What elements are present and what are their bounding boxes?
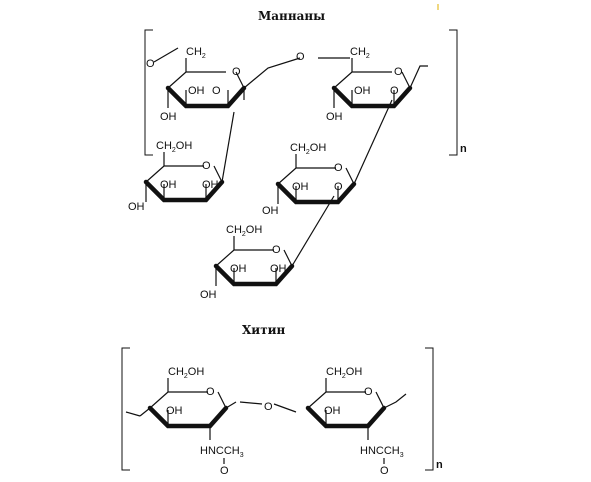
svg-text:O: O [220,465,229,477]
svg-text:OH: OH [354,85,371,97]
chitin-ring-2: O CH2OH OH HNCCH3 O [308,366,407,477]
mannan-ring-2: O CH2 OH O OH [326,46,428,123]
mannan-ring-1: O CH2 OH O OH [153,46,244,123]
link-1-2 [243,57,301,89]
svg-text:CH2OH: CH2OH [168,366,204,380]
svg-text:CH2OH: CH2OH [156,140,192,154]
chitin-ring-1: O CH2OH OH HNCCH3 O [139,366,244,477]
mannan-repeat-n: n [460,143,467,155]
svg-text:O: O [212,85,221,97]
chitin-left-bracket [121,347,130,471]
link-1-2-o: O [296,51,305,63]
chitin-right-bracket [425,347,434,471]
mannan-left-bracket [144,29,153,156]
link-4-2 [353,99,393,185]
svg-text:OH: OH [200,289,217,301]
chitin-repeat-n: n [436,459,443,471]
svg-text:O: O [380,465,389,477]
mannan-ring-1-left-o: O [146,58,155,70]
svg-text:CH2: CH2 [350,46,370,60]
svg-text:CH2: CH2 [186,46,206,60]
svg-text:OH: OH [270,263,287,275]
title-chitin: Хитин [242,323,286,337]
svg-text:O: O [334,181,343,193]
svg-text:OH: OH [166,405,183,417]
svg-text:O: O [394,66,403,78]
svg-text:OH: OH [160,179,177,191]
title-mannans: Маннаны [258,9,325,23]
svg-text:CH2OH: CH2OH [226,224,262,238]
svg-text:O: O [232,66,241,78]
svg-text:O: O [364,386,373,398]
svg-text:OH: OH [324,405,341,417]
svg-text:CH2OH: CH2OH [326,366,362,380]
svg-text:O: O [334,162,343,174]
svg-text:OH: OH [326,111,343,123]
svg-text:O: O [272,244,281,256]
svg-text:O: O [202,160,211,172]
mannan-ring-4: O CH2OH OH O OH [262,142,354,217]
svg-text:OH: OH [292,181,309,193]
svg-text:OH: OH [230,263,247,275]
svg-text:OH: OH [188,85,205,97]
svg-text:OH: OH [160,111,177,123]
svg-text:OH: OH [202,179,219,191]
svg-text:CH2OH: CH2OH [290,142,326,156]
chitin-link-o: O [264,401,273,413]
mannan-ring-3: O CH2OH OH OH OH [128,140,222,213]
link-3-1 [221,111,235,183]
chitin-link-bonds [239,401,297,413]
svg-text:HNCCH3: HNCCH3 [200,445,244,459]
svg-text:O: O [206,386,215,398]
svg-text:O: O [390,85,399,97]
svg-text:OH: OH [262,205,279,217]
mannan-ring-5: O CH2OH OH OH OH [200,224,292,301]
chitin-left-tail [125,411,141,417]
svg-text:OH: OH [128,201,145,213]
link-5-4 [291,195,335,267]
svg-text:HNCCH3: HNCCH3 [360,445,404,459]
mannan-right-bracket [449,29,458,156]
